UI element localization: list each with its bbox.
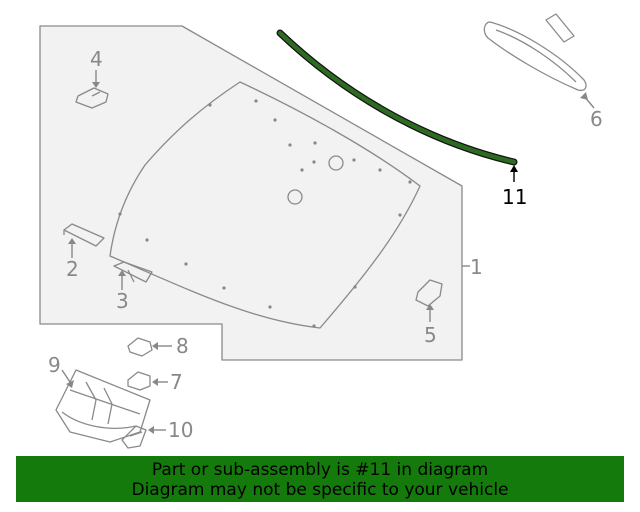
callout-4: 4 — [90, 47, 103, 71]
part-2-bracket — [63, 223, 105, 247]
info-banner: Part or sub-assembly is #11 in diagram D… — [16, 456, 624, 502]
part-9-console — [55, 369, 151, 443]
part-5-cover — [415, 279, 443, 307]
callout-10: 10 — [168, 418, 193, 442]
windshield-panel — [39, 25, 463, 361]
part-7-clip — [127, 371, 151, 391]
callout-1: 1 — [470, 255, 483, 279]
callout-2: 2 — [66, 257, 79, 281]
part-4-clip — [75, 87, 109, 109]
callout-3: 3 — [116, 289, 129, 313]
part-8-clip — [127, 337, 153, 357]
banner-line-1: Part or sub-assembly is #11 in diagram — [151, 460, 489, 480]
part-6-mirror — [483, 13, 587, 92]
callout-7: 7 — [170, 370, 183, 394]
callout-9: 9 — [48, 353, 61, 377]
parts-diagram: 1 2 3 4 5 6 7 8 9 10 11 — [39, 13, 603, 449]
callout-11: 11 — [502, 185, 527, 209]
part-11-molding — [276, 29, 518, 166]
callout-8: 8 — [176, 334, 189, 358]
part-10-bracket — [121, 425, 147, 449]
callout-6: 6 — [590, 107, 603, 131]
callout-5: 5 — [424, 323, 437, 347]
banner-line-2: Diagram may not be specific to your vehi… — [131, 480, 509, 500]
part-3-bracket — [113, 261, 153, 283]
